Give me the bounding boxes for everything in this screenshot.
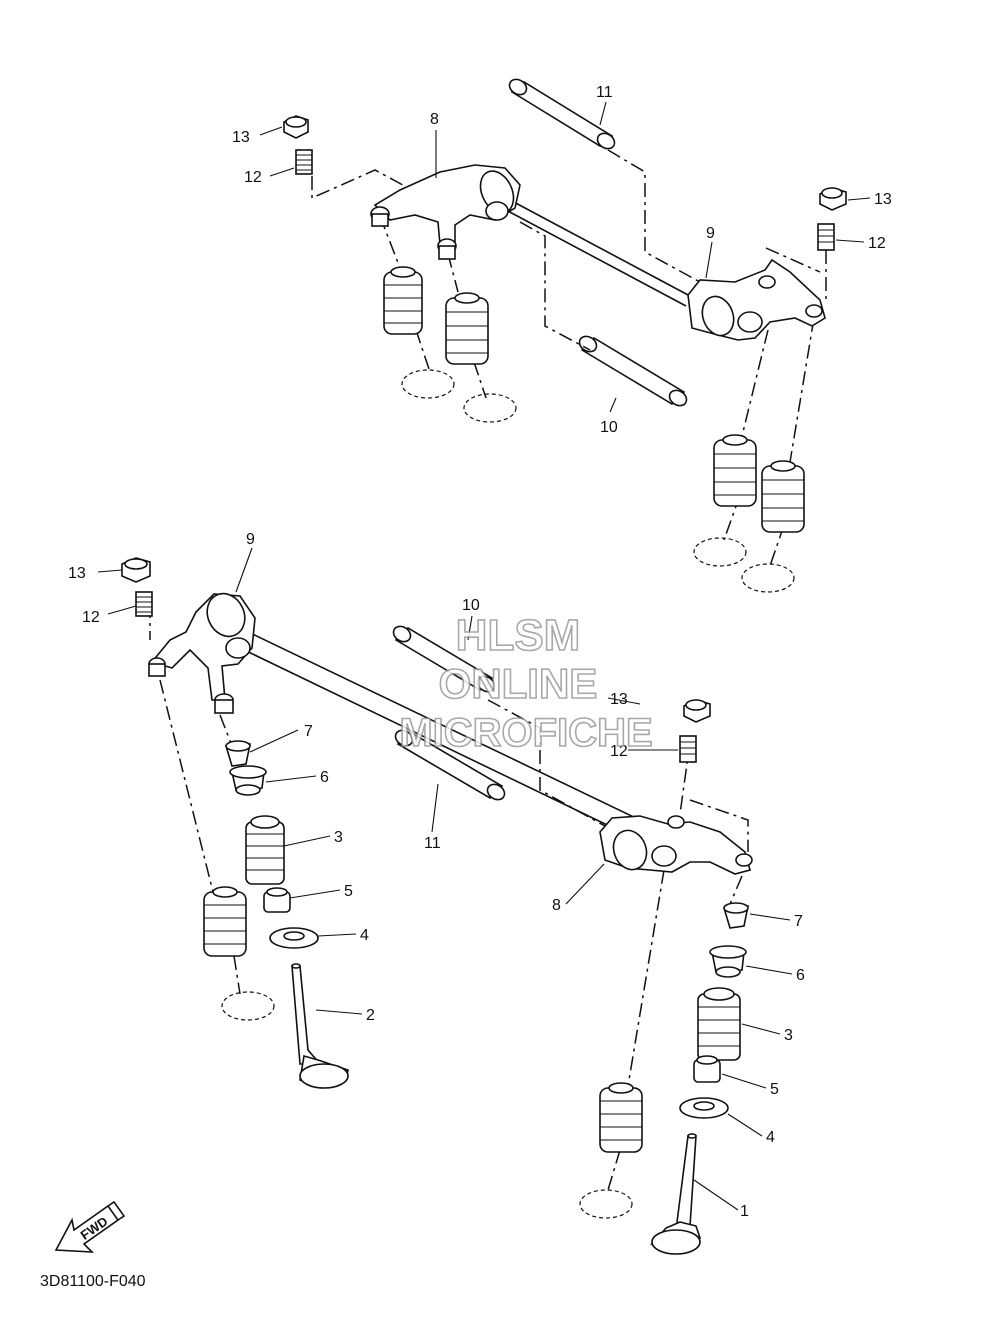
callout-13-lower-right: 13 (610, 691, 628, 708)
spring-retainer-lower-left-6 (229, 765, 267, 796)
callout-3-lower-right: 3 (784, 1027, 793, 1044)
lower-assembly (121, 557, 753, 1255)
cotter-lower-left-7 (224, 740, 251, 767)
watermark-line-1: HLSM (456, 611, 581, 660)
valve-head-ghost-lower-right (579, 1189, 633, 1219)
callout-6-lower-left: 6 (320, 769, 329, 786)
valve-head-ghost-upper-2 (463, 393, 517, 423)
valve-head-ghost-upper-4 (741, 563, 795, 593)
callout-12-upper-right: 12 (868, 235, 886, 252)
nut-lower-right (683, 699, 711, 723)
valve-lower-left-2 (291, 963, 349, 1089)
watermark: HLSM ONLINE MICROFICHE (399, 610, 654, 756)
callout-13-upper-right: 13 (874, 191, 892, 208)
callout-5-lower-right: 5 (770, 1081, 779, 1098)
valve-spring-upper-1 (383, 266, 423, 335)
watermark-line-3: MICROFICHE (399, 711, 652, 755)
valve-head-ghost-upper-1 (401, 369, 455, 399)
rocker-arm-lower-8 (599, 815, 753, 875)
valve-spring-lower-left-3 (245, 815, 285, 885)
callout-12-lower-right: 12 (610, 743, 628, 760)
callout-12-lower-left: 12 (82, 609, 100, 626)
callout-4-lower-right: 4 (766, 1129, 775, 1146)
valve-spring-upper-3 (713, 434, 757, 507)
callout-9-upper: 9 (706, 225, 715, 242)
rocker-shaft-upper-10 (578, 335, 688, 407)
watermark-line-2: ONLINE (439, 660, 598, 707)
callout-11-upper: 11 (596, 84, 613, 101)
valve-lower-right-1 (650, 1133, 702, 1255)
callout-5-lower-left: 5 (344, 883, 353, 900)
callout-3-lower-left: 3 (334, 829, 343, 846)
callout-4-lower-left: 4 (360, 927, 369, 944)
callout-2: 2 (366, 1007, 375, 1024)
adjuster-screw-upper-left (295, 149, 313, 175)
valve-spring-upper-2 (445, 292, 489, 365)
rocker-shaft-lower-10 (392, 625, 496, 693)
callout-8-upper: 8 (430, 111, 439, 128)
forward-arrow-icon: FWD (54, 1200, 126, 1253)
spring-seat-lower-left-4 (269, 927, 319, 949)
rocker-shaft-lower-11 (394, 729, 506, 801)
valve-spring-upper-4 (761, 460, 805, 533)
adjuster-screw-lower-left (135, 591, 153, 617)
figure-code: 3D81100-F040 (40, 1273, 146, 1290)
nut-upper-left (283, 115, 309, 139)
upper-assembly (283, 78, 847, 593)
callout-7-lower-left: 7 (304, 723, 313, 740)
valve-spring-lower-right-3 (697, 987, 741, 1061)
rocker-shaft-upper-11 (508, 78, 616, 150)
nut-upper-right (819, 187, 847, 211)
valve-spring-ghost-lower-right (599, 1082, 643, 1153)
rocker-arm-upper-8 (370, 164, 521, 260)
valve-head-ghost-upper-3 (693, 537, 747, 567)
valve-head-ghost-lower-left (221, 991, 275, 1021)
callout-13-lower-left: 13 (68, 565, 86, 582)
callout-13-upper-left: 13 (232, 129, 250, 146)
nut-lower-left (121, 557, 151, 583)
valve-stem-seal-lower-right-5 (693, 1055, 721, 1083)
adjuster-screw-lower-right (679, 735, 697, 763)
rocker-arm-upper-9 (687, 258, 826, 341)
callout-1: 1 (740, 1203, 749, 1220)
callout-12-upper-left: 12 (244, 169, 262, 186)
callouts: 11 8 13 12 9 13 12 10 9 13 12 10 7 6 3 1… (68, 84, 892, 1220)
spring-seat-lower-right-4 (679, 1097, 729, 1119)
callout-7-lower-right: 7 (794, 913, 803, 930)
callout-10-lower: 10 (462, 597, 480, 614)
callout-8-lower: 8 (552, 897, 561, 914)
cotter-lower-right-7 (722, 902, 749, 929)
leader-lines (97, 101, 871, 1211)
valve-stem-seal-lower-left-5 (263, 887, 291, 913)
callout-6-lower-right: 6 (796, 967, 805, 984)
callout-10-upper: 10 (600, 419, 618, 436)
callout-11-lower: 11 (424, 835, 441, 852)
adjuster-screw-upper-right (817, 223, 835, 251)
rocker-arm-lower-9 (148, 592, 256, 714)
valve-spring-ghost-lower-left (203, 886, 247, 957)
callout-9-lower: 9 (246, 531, 255, 548)
spring-retainer-lower-right-6 (709, 945, 747, 978)
